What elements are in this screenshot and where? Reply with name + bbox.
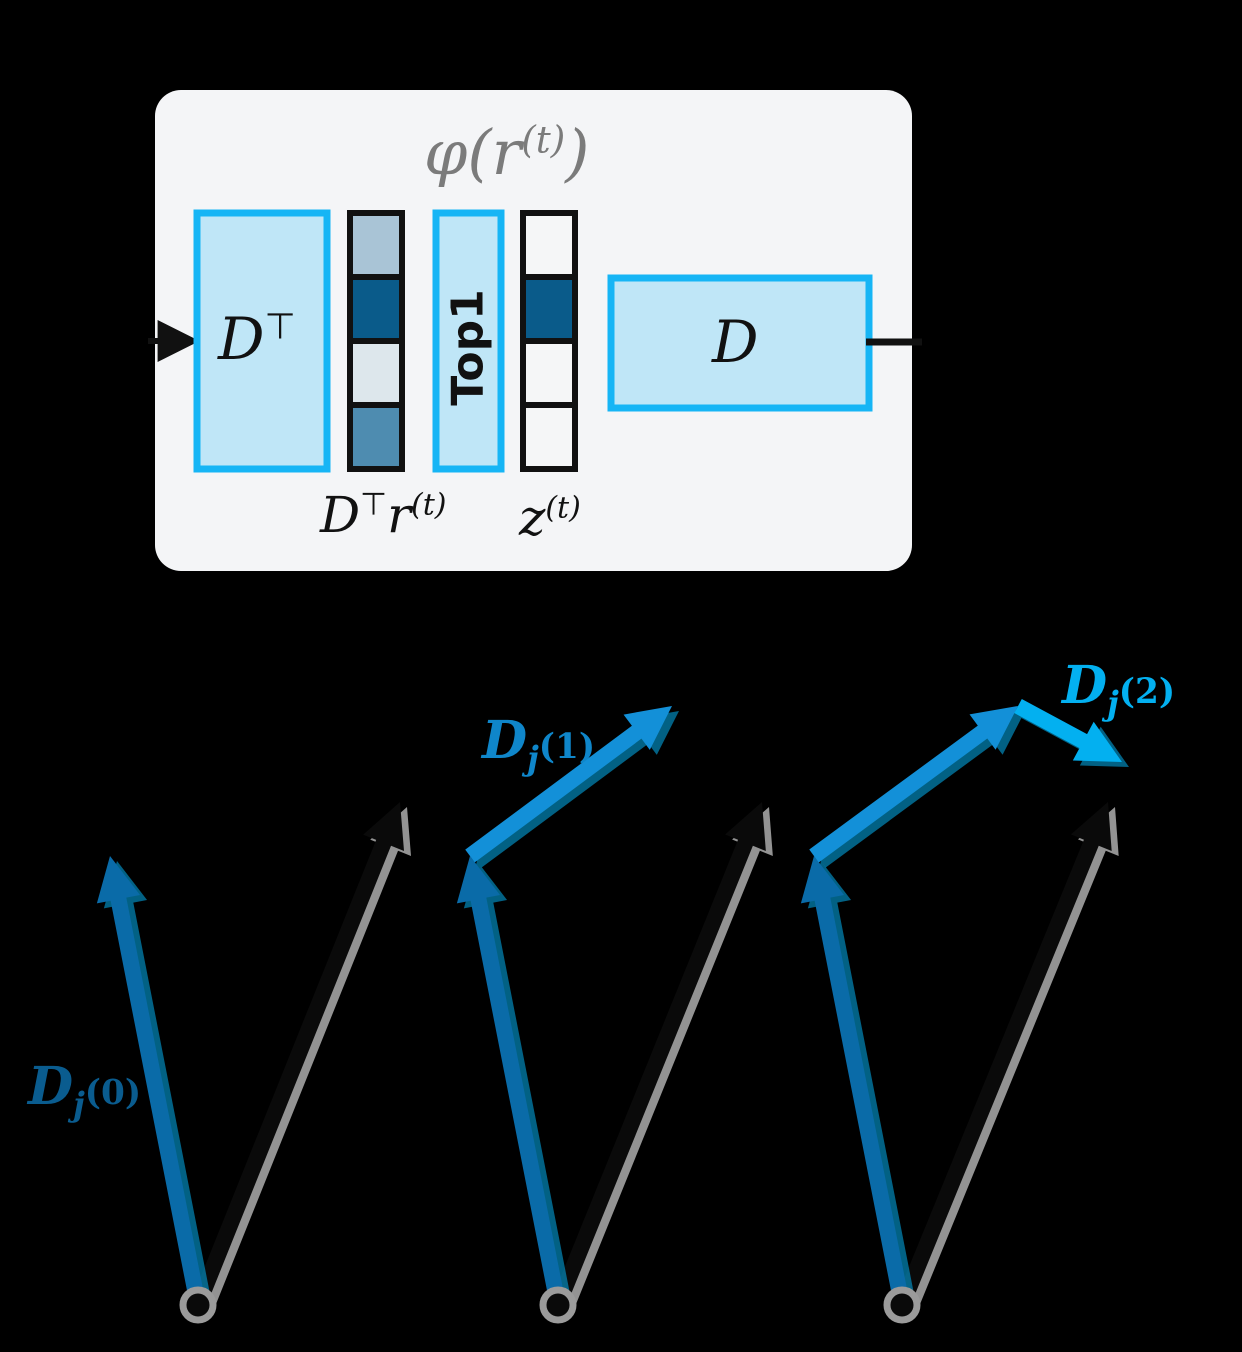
caption-z-var: z [519,489,546,547]
cell-DTr-1 [347,274,405,344]
atom-arrow-0 [96,856,206,1307]
activation-column-z [520,210,578,472]
vector-panel-step-1 [456,706,773,1324]
caption-DTr-transpose: ⊤ [360,486,388,523]
cell-z-2 [520,338,578,408]
module-title: φ(r(t)) [424,116,589,189]
vector-label-0-paren: (0) [84,1073,142,1113]
vector-panel-step-0 [96,802,412,1324]
origin-dot-step-2 [883,1286,921,1324]
target-arrow [190,802,405,1308]
vector-label-step-0: Dj(0) [28,1056,141,1123]
vector-label-0-sub: j [73,1085,85,1124]
caption-DTr-r: r [387,486,412,544]
target-arrow [550,802,766,1309]
cell-DTr-3 [347,402,405,472]
atom-arrow-1 [809,706,1018,863]
atom-arrow-1-shadow [472,711,679,868]
encoder-box-DT[interactable] [193,209,331,473]
encoder-label-transpose: ⊤ [264,306,296,348]
atom-arrow-0 [456,856,566,1307]
vector-label-1-paren: (1) [538,727,596,767]
module-title-sup: (t) [521,117,566,162]
cell-z-0 [520,210,578,280]
decoder-label: D [712,308,759,376]
vector-label-2-base: D [1062,655,1108,716]
caption-DTr-D: D [320,486,361,544]
caption-DTr: D⊤r(t) [320,486,446,544]
vector-panel-step-2 [800,698,1129,1324]
encoder-box-label: D⊤ [218,305,296,373]
origin-dot-step-0 [179,1286,217,1324]
vector-label-0-base: D [28,1056,74,1117]
module-title-close: ) [565,116,590,189]
atom-arrow-2 [1014,698,1122,762]
caption-z-sup: (t) [545,490,581,526]
vector-label-2-paren: (2) [1118,672,1176,712]
topk-box[interactable] [432,209,505,473]
caption-z: z(t) [519,489,581,547]
decoder-box-label: D [712,308,759,376]
vector-label-1-sub: j [527,739,539,778]
encoder-label-base: D [218,305,265,373]
vector-label-step-1: Dj(1) [482,710,595,777]
activation-column-DTr [347,210,405,472]
vector-label-1-base: D [482,710,528,771]
vector-label-step-2: Dj(2) [1062,655,1175,722]
target-arrow [894,802,1112,1309]
vector-label-2-sub: j [1107,684,1119,723]
module-title-base: φ(r [424,116,522,189]
atom-arrow-0 [800,856,910,1307]
atom-arrow-1 [465,706,672,863]
cell-z-3 [520,402,578,472]
caption-DTr-sup: (t) [411,487,447,523]
atom-arrow-1-shadow [816,711,1025,868]
cell-DTr-2 [347,338,405,408]
origin-dot-step-1 [539,1286,577,1324]
